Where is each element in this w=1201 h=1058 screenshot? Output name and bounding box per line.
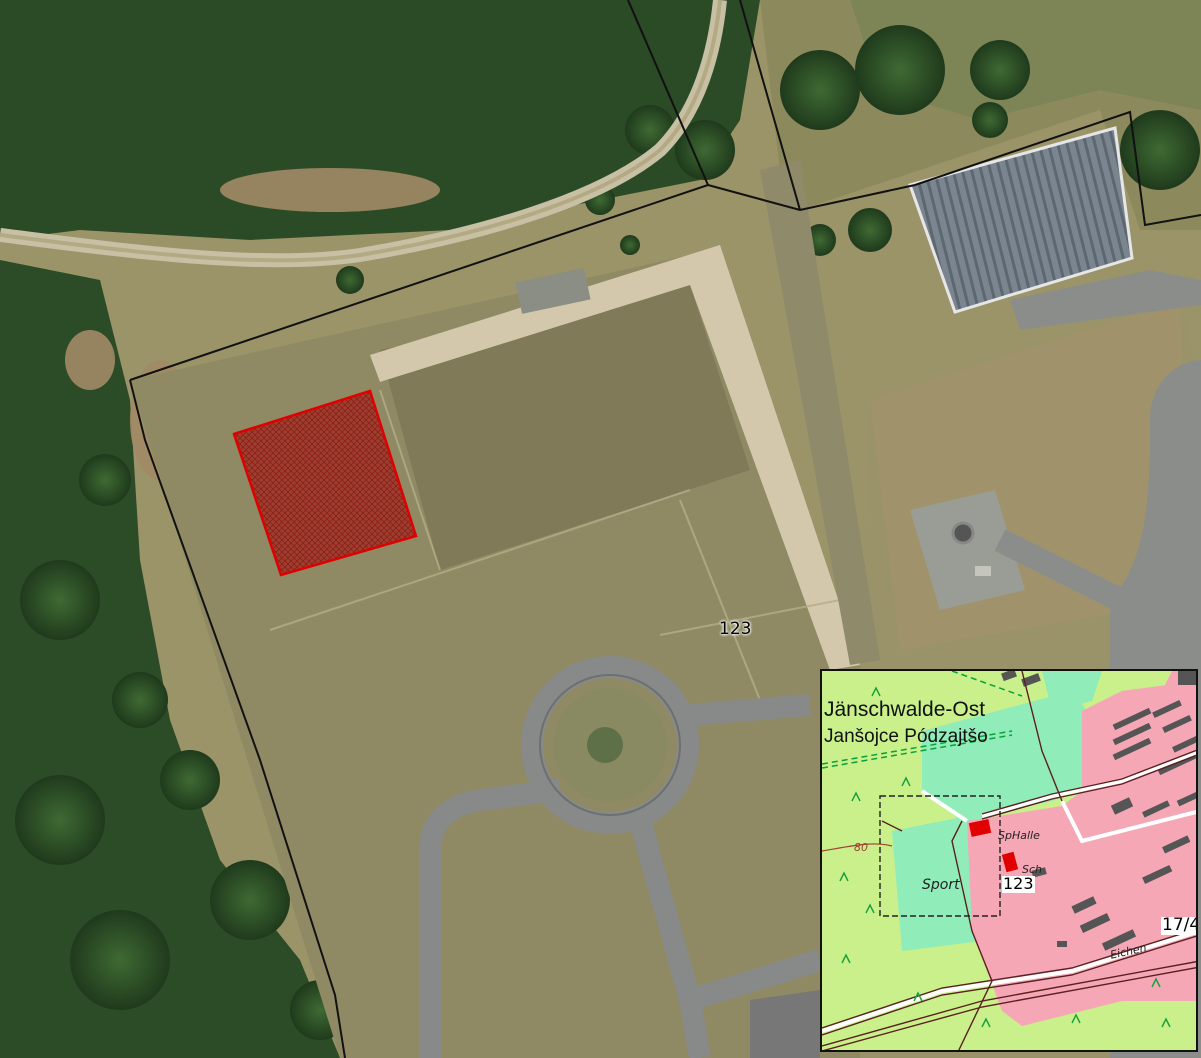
- inset-label-school: Sch: [1022, 863, 1043, 876]
- football-pitch: [380, 285, 750, 570]
- inset-extent-frame: [879, 795, 1001, 917]
- inset-parcel-label: 123: [1002, 874, 1035, 893]
- tree-clusters: [15, 25, 1200, 1040]
- inset-buildings: [1001, 671, 1196, 951]
- sand-track: [370, 245, 860, 670]
- inset-label-sports-hall: SpHalle: [998, 829, 1040, 842]
- parcel-number-label: 123: [719, 619, 752, 639]
- inset-map-graphic: [822, 671, 1196, 1050]
- forest-north: [0, 0, 760, 240]
- inset-road-number-label: 17/4: [1161, 916, 1196, 935]
- inset-town-name: Jänschwalde-Ost: [824, 698, 986, 721]
- parcel-boundaries: [129, 0, 1201, 1058]
- forest-west: [0, 260, 340, 1058]
- inset-contour-label: 80: [854, 841, 868, 854]
- inset-label-sport: Sport: [922, 877, 960, 893]
- overview-inset-map[interactable]: Jänschwalde-Ost Janšojce Pódzajtšo Sport…: [820, 669, 1198, 1052]
- sports-hall-roof: [908, 126, 1134, 314]
- inset-town-name-sorbian: Janšojce Pódzajtšo: [824, 726, 988, 747]
- paved-roads: [419, 656, 824, 1058]
